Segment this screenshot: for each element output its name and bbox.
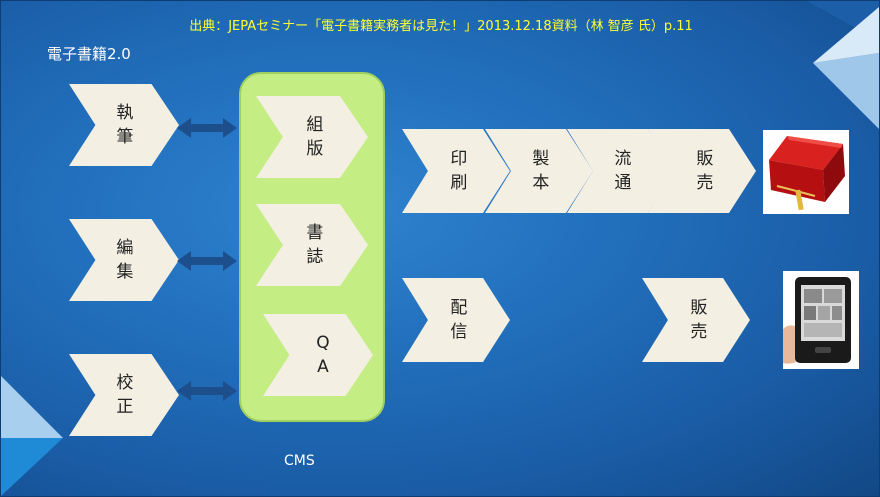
source-citation: 出典：JEPAセミナー「電子書籍実務者は見た！」2013.12.18資料（林 智… [189, 19, 693, 34]
step-distribution-label: 流通 [614, 149, 632, 193]
red-book-icon [763, 130, 849, 214]
step-printing-label: 印刷 [450, 149, 468, 193]
step-editing: 編集 [69, 219, 179, 301]
step-delivery-label: 配信 [450, 298, 468, 342]
step-delivery: 配信 [402, 278, 510, 362]
diagram-heading: 電子書籍2.0 [47, 45, 131, 63]
ereader-icon [783, 271, 859, 369]
double-arrow-proofreading [177, 381, 237, 401]
cms-label: CMS [284, 453, 315, 469]
step-bibliography-label: 書誌 [306, 223, 324, 267]
step-sales-digital-label: 販売 [690, 298, 708, 342]
step-sales-print-label: 販売 [696, 149, 714, 193]
step-qa-label: QA [316, 333, 330, 377]
step-typesetting-label: 組版 [306, 115, 324, 159]
corner-decoration-bottom-left [1, 376, 63, 496]
corner-decoration-top-right [807, 1, 879, 129]
step-writing-label: 執筆 [116, 103, 134, 147]
step-sales-digital: 販売 [642, 278, 750, 362]
double-arrow-editing [177, 251, 237, 271]
step-binding-label: 製本 [532, 149, 550, 193]
step-proofreading: 校正 [69, 354, 179, 436]
step-proofreading-label: 校正 [116, 373, 134, 417]
double-arrow-writing [177, 118, 237, 138]
step-writing: 執筆 [69, 84, 179, 166]
step-editing-label: 編集 [116, 238, 134, 282]
